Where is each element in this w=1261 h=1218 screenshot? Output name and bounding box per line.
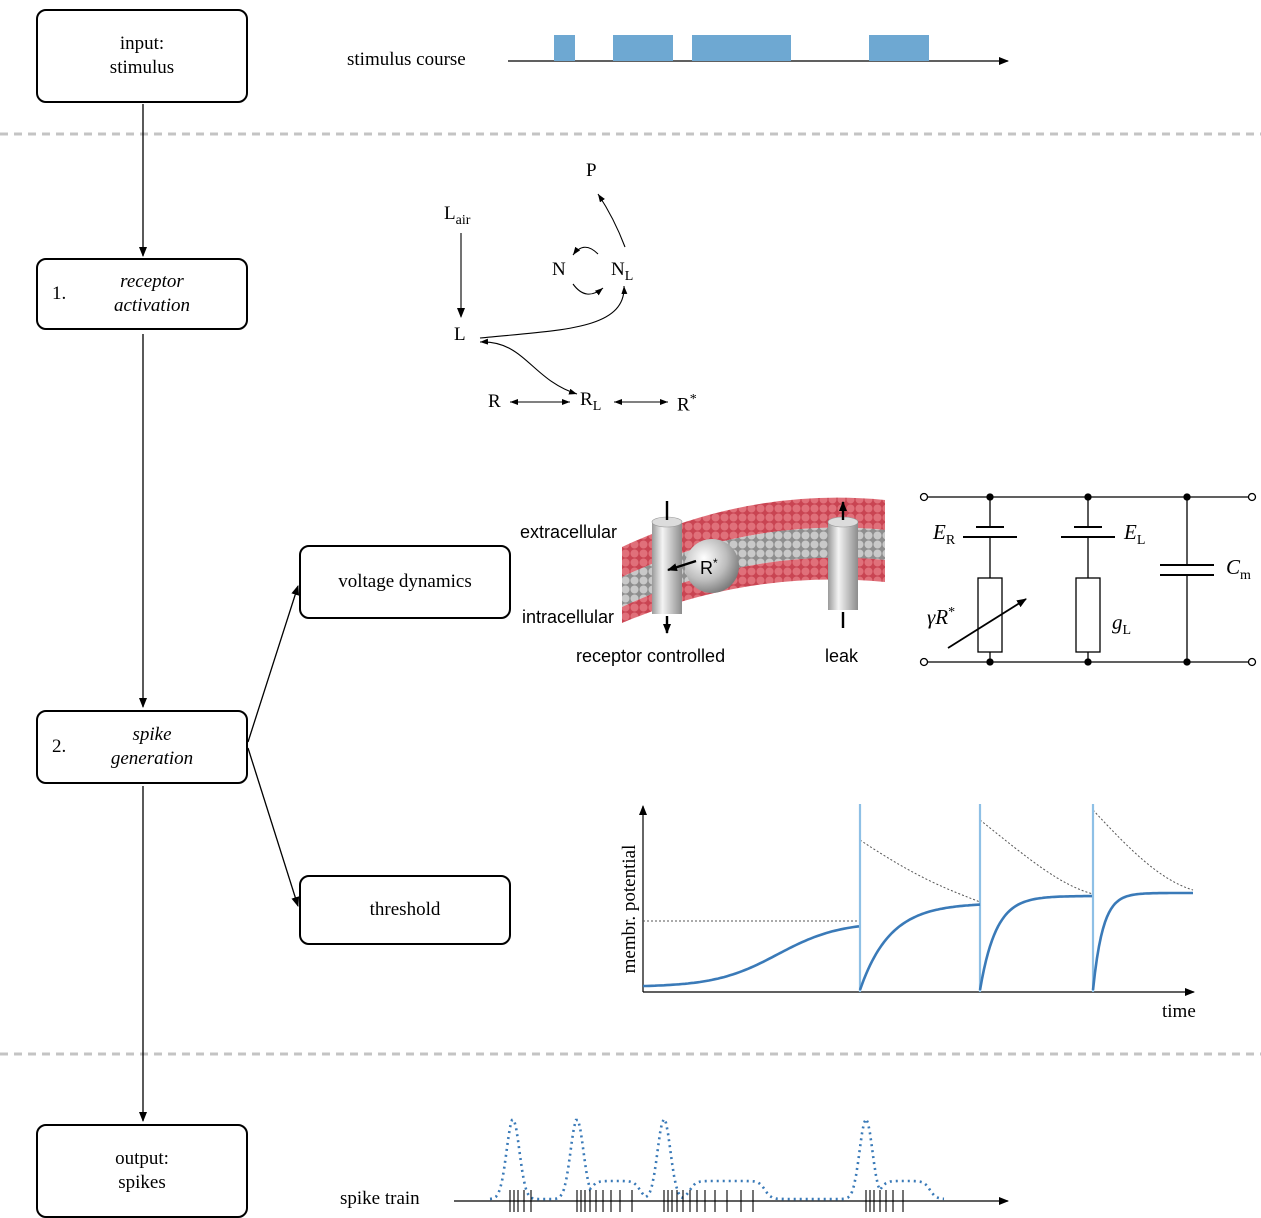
el-base: E [1124,520,1137,544]
threshold-label: threshold [369,899,441,920]
l-air-base: L [444,203,456,224]
gl-sub: L [1122,623,1132,639]
output-line2: spikes [118,1172,166,1193]
membrane-illustration [622,497,885,634]
stimulus-pulse [692,35,791,61]
membrane-potential-plot [639,804,1195,996]
leak-channel-cylinder [827,516,859,610]
nl-sub: L [624,268,634,284]
spike-line2: generation [110,748,194,769]
l-air-sub: air [455,212,471,228]
membrane-rstar-label: R* [700,552,718,579]
output-line1: output: [115,1148,169,1169]
stimulus-course [508,35,1009,65]
membrane-rstar-sup: * [713,556,718,570]
output-spikes-box: output: spikes [36,1124,248,1218]
stimulus-course-label: stimulus course [347,49,466,70]
leak-label: leak [825,646,859,666]
gl-base: g [1112,610,1123,634]
gamma-base: γR [927,605,949,629]
kinetics-n: N [552,259,566,280]
circuit-cm-label: Cm [1226,556,1251,587]
arrow-spike-to-voltage [247,585,300,743]
kinetics-rl: RL [580,389,601,418]
kinetics-rstar: R* [677,389,697,416]
step-number-1: 1. [52,283,67,304]
receptor-channel-cylinder [651,516,683,614]
stimulus-pulse [613,35,673,61]
nl-base: N [611,259,625,280]
circuit-gamma-label: γR* [927,602,955,628]
kinetics-l: L [454,324,466,345]
cm-base: C [1226,555,1241,579]
spike-train-label: spike train [340,1188,420,1209]
step-number-2: 2. [52,736,67,757]
er-base: E [933,520,946,544]
equivalent-circuit [919,492,1257,667]
spike-generation-box: 2. spike generation [36,710,248,784]
intracellular-label: intracellular [522,607,615,627]
circuit-er-label: ER [933,521,955,552]
stimulus-pulse [554,35,575,61]
receptor-activation-box: 1. receptor activation [36,258,248,330]
membrane-rstar-base: R [700,558,713,578]
activated-receptor-ball [685,539,739,593]
input-stimulus-box: input: stimulus [36,9,248,103]
kinetics-r: R [488,391,501,412]
receptor-controlled-label: receptor controlled [576,646,726,666]
kinetics-arrows [457,193,668,405]
plot-ylabel: membr. potential [619,844,640,974]
kinetics-l-air: Lair [444,203,470,232]
input-line2: stimulus [109,57,175,78]
plot-xlabel: time [1162,1001,1196,1022]
el-sub: L [1136,533,1146,549]
circuit-gl-label: gL [1112,611,1131,642]
cm-sub: m [1240,568,1251,584]
stimulus-pulse [869,35,929,61]
spike-train [454,1116,1009,1212]
circuit-el-label: EL [1124,521,1145,552]
receptor-line2: activation [114,295,190,316]
kinetics-nl: NL [611,259,633,288]
rl-base: R [580,389,593,410]
er-sub: R [945,533,956,549]
arrow-spike-to-threshold [247,747,300,907]
threshold-box: threshold [299,875,511,945]
voltage-dynamics-label: voltage dynamics [338,571,472,592]
voltage-dynamics-box: voltage dynamics [299,545,511,619]
rstar-sup: * [689,392,697,407]
spike-line1: spike [132,724,172,745]
kinetics-p: P [586,160,597,181]
rstar-base: R [677,394,690,416]
gamma-sup: * [948,605,956,620]
receptor-line1: receptor [120,271,184,292]
input-line1: input: [119,33,165,54]
rl-sub: L [592,398,602,414]
extracellular-label: extracellular [520,522,618,542]
